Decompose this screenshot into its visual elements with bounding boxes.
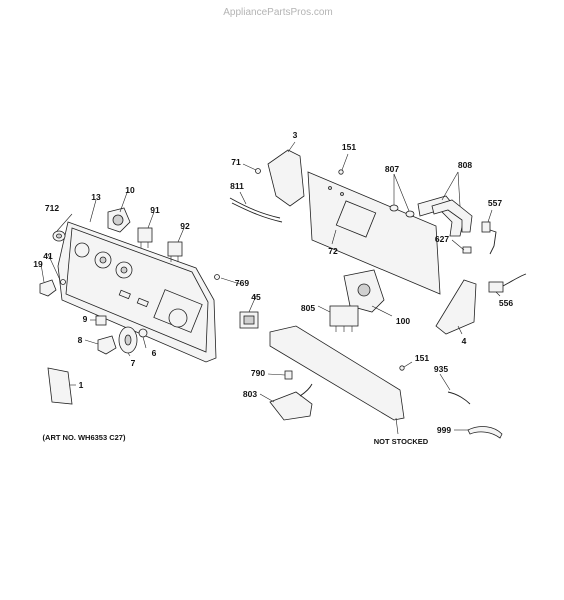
clamp-999[interactable] — [467, 426, 503, 439]
callout-41: 41 — [43, 251, 53, 261]
part-627[interactable] — [462, 246, 472, 254]
callout-4: 4 — [462, 336, 467, 346]
callout-19: 19 — [33, 259, 43, 269]
switch-92[interactable] — [167, 241, 183, 262]
callout-91: 91 — [150, 205, 160, 215]
wire-harness-811[interactable] — [229, 197, 283, 223]
knob-712[interactable] — [52, 230, 66, 242]
knob-8[interactable] — [97, 335, 117, 355]
control-panel[interactable] — [57, 221, 217, 363]
callout-807: 807 — [385, 164, 399, 174]
callout-999: 999 — [437, 425, 451, 435]
callout-151a: 151 — [342, 142, 356, 152]
callout-13: 13 — [91, 192, 101, 202]
callout-557: 557 — [488, 198, 502, 208]
part-6[interactable] — [138, 328, 148, 338]
lid-switch-556[interactable] — [488, 273, 527, 293]
rear-bracket-not-stocked — [269, 325, 405, 421]
screw-769[interactable] — [214, 274, 220, 280]
callout-151b: 151 — [415, 353, 429, 363]
callout-556: 556 — [499, 298, 513, 308]
switch-91[interactable] — [137, 227, 153, 248]
callout-769: 769 — [235, 278, 249, 288]
callout-1: 1 — [79, 380, 84, 390]
callout-808: 808 — [458, 160, 472, 170]
callout-803: 803 — [243, 389, 257, 399]
part-41[interactable] — [60, 279, 66, 285]
cord-557[interactable] — [481, 221, 497, 255]
leader-lines — [40, 141, 501, 435]
callout-805: 805 — [301, 303, 315, 313]
watermark-text: AppliancePartsPros.com — [223, 7, 333, 18]
timer-100[interactable] — [343, 269, 385, 313]
not-stocked-note: NOT STOCKED — [374, 437, 429, 446]
callout-100: 100 — [396, 316, 410, 326]
callout-72: 72 — [328, 246, 338, 256]
switch-10[interactable] — [107, 207, 131, 233]
switch-805[interactable] — [329, 305, 359, 332]
callout-790: 790 — [251, 368, 265, 378]
callout-3: 3 — [293, 130, 298, 140]
module-803[interactable] — [269, 383, 313, 421]
clip-151-lower[interactable] — [399, 365, 405, 371]
switch-45[interactable] — [239, 311, 259, 329]
callout-712: 712 — [45, 203, 59, 213]
callout-811: 811 — [230, 181, 244, 191]
callout-71: 71 — [231, 157, 241, 167]
callout-935: 935 — [434, 364, 448, 374]
clip-151-top[interactable] — [338, 169, 344, 175]
callout-6: 6 — [152, 348, 157, 358]
callout-8: 8 — [78, 335, 83, 345]
callout-7: 7 — [131, 358, 136, 368]
callout-627: 627 — [435, 234, 449, 244]
screw-790[interactable] — [284, 370, 293, 380]
callout-10: 10 — [125, 185, 135, 195]
end-cap-4[interactable] — [435, 279, 477, 335]
part-9[interactable] — [95, 315, 107, 326]
bracket-3[interactable] — [267, 149, 305, 207]
callout-92: 92 — [180, 221, 190, 231]
callout-45: 45 — [251, 292, 261, 302]
knob-19[interactable] — [39, 279, 57, 297]
art-number: (ART NO. WH6353 C27) — [43, 433, 126, 442]
owner-manual-1[interactable] — [47, 367, 73, 405]
washer-807[interactable] — [389, 204, 415, 218]
knob-7[interactable] — [118, 326, 138, 354]
inlet-hoses-808[interactable] — [417, 195, 473, 237]
screw-71[interactable] — [255, 168, 261, 174]
wire-935[interactable] — [447, 391, 471, 405]
callout-9: 9 — [83, 314, 88, 324]
